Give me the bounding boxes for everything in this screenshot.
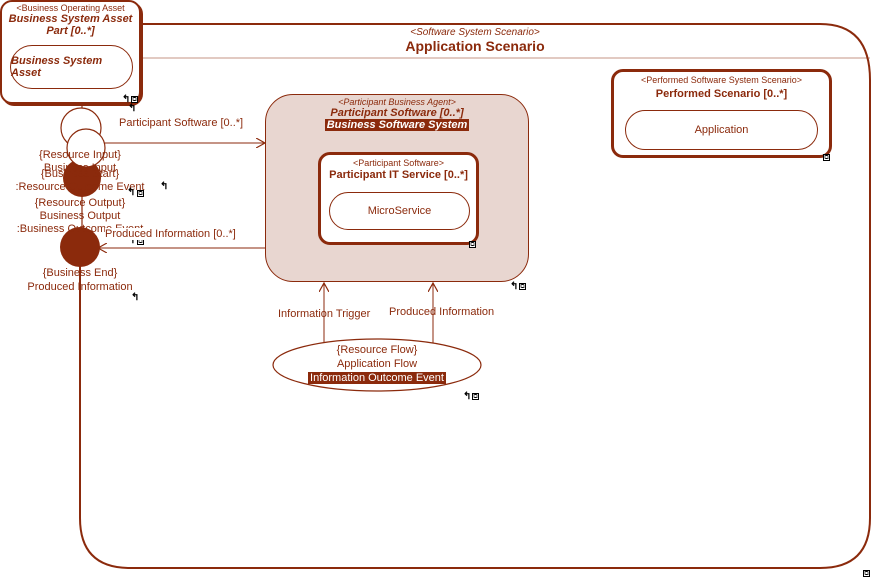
end-port-label: {Business End} Produced Information <box>10 266 150 294</box>
business-end-port[interactable] <box>60 227 100 267</box>
participant-software-box[interactable]: <Participant Software> Participant IT Se… <box>318 152 479 245</box>
microservice-label: MicroService <box>367 205 432 217</box>
input-label-3: {Business Start} <box>40 168 120 180</box>
agent-highlight: Business Software System <box>324 119 470 131</box>
agent-stereotype: <Participant Business Agent> <box>338 97 456 107</box>
scenario-expand-icon[interactable]: ⧉ <box>863 570 870 577</box>
port-pin-icon-2[interactable]: ↰ <box>160 181 169 192</box>
port-pin-icon[interactable]: ↰ <box>127 187 136 198</box>
microservice-pill[interactable]: MicroService <box>329 192 470 230</box>
performed-stereotype: <Performed Software System Scenario> <box>640 75 803 85</box>
port-expand-icon[interactable]: ⧉ <box>137 190 144 197</box>
output-label-2: Business Output <box>39 210 121 222</box>
asset-pin-icon-2[interactable]: ↰ <box>128 103 137 114</box>
flow-line1: {Resource Flow} <box>336 344 418 356</box>
agent-name: Participant Software [0..*] <box>330 107 464 119</box>
flow-line3: Information Outcome Event <box>308 372 446 384</box>
output-label-1: {Resource Output} <box>34 197 126 209</box>
performed-scenario-box[interactable]: <Performed Software System Scenario> Per… <box>611 69 832 158</box>
scenario-title: Application Scenario <box>405 38 545 54</box>
participant-agent-box[interactable]: <Participant Business Agent> Participant… <box>265 94 529 282</box>
asset-expand-icon[interactable]: ⧉ <box>131 96 138 103</box>
end-label-2: Produced Information <box>27 281 133 293</box>
input-label-1: {Resource Input} <box>39 149 121 161</box>
business-asset-inner-pill[interactable]: Business System Asset <box>10 45 133 89</box>
output-pin-icon[interactable]: ↰ <box>127 235 136 246</box>
participant-software-expand-icon[interactable]: ⧉ <box>469 241 476 248</box>
performed-expand-icon[interactable]: ⧉ <box>823 154 830 161</box>
end-pin-icon[interactable]: ↰ <box>131 292 140 303</box>
produced-information-connector-label: Produced Information [0..*] <box>105 228 236 240</box>
application-label: Application <box>694 124 749 136</box>
application-pill[interactable]: Application <box>625 110 818 150</box>
business-asset-inner-label: Business System Asset <box>11 55 103 79</box>
performed-name: Performed Scenario [0..*] <box>655 88 788 100</box>
business-asset-name-line1: Business System Asset <box>8 13 133 25</box>
business-asset-box[interactable]: <Business Operating Asset Business Syste… <box>0 0 141 104</box>
end-label-1: {Business End} <box>42 267 118 279</box>
information-trigger-label: Information Trigger <box>278 308 371 320</box>
participant-software-name: Participant IT Service [0..*] <box>329 169 468 181</box>
business-start-port[interactable] <box>66 128 106 168</box>
business-asset-name-line2: Part [0..*] <box>46 25 95 37</box>
output-port-label: {Resource Output} Business Output :Busin… <box>10 197 150 236</box>
flow-expand-icon[interactable]: ⧉ <box>472 393 479 400</box>
flow-pin-icon[interactable]: ↰ <box>463 391 472 402</box>
scenario-stereotype: <Software System Scenario> <box>410 27 540 38</box>
input-port-label: {Resource Input} Business Input <box>10 149 150 175</box>
resource-output-port[interactable] <box>63 159 101 197</box>
produced-information-up-label: Produced Information <box>389 306 495 318</box>
business-asset-stereotype: <Business Operating Asset <box>16 3 125 13</box>
flow-line2: Application Flow <box>336 358 418 370</box>
scenario-frame[interactable] <box>79 23 871 569</box>
flow-label: {Resource Flow} Application Flow Informa… <box>277 343 477 385</box>
agent-expand-icon[interactable]: ⧉ <box>519 283 526 290</box>
input-label-4: :Resource Outcome Event <box>15 181 145 193</box>
participant-software-connector-label: Participant Software [0..*] <box>119 117 244 129</box>
asset-pin-icon[interactable]: ↰ <box>122 94 131 105</box>
participant-software-stereotype: <Participant Software> <box>352 158 445 168</box>
agent-pin-icon[interactable]: ↰ <box>510 281 519 292</box>
start-port-label: {Business Start} :Resource Outcome Event <box>10 168 150 194</box>
input-label-2: Business Input <box>43 162 117 174</box>
scenario-header: <Software System Scenario> Application S… <box>340 27 610 54</box>
